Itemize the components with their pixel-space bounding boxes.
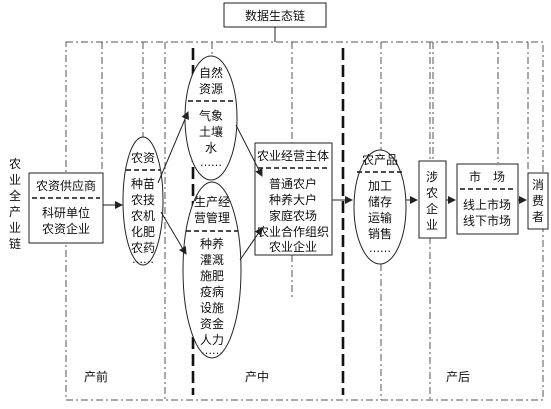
- nature-head-2: 资源: [199, 82, 223, 96]
- arrow-nature-to-operator: [235, 124, 263, 177]
- arrow-input-to-production: [160, 211, 187, 255]
- related-box: [418, 160, 447, 239]
- production-items: 种养 灌溉 施肥 疫病 设施 资金 人力 ……: [200, 236, 224, 357]
- side-label: 农 业 全 产 业 链: [9, 157, 21, 251]
- production-item: 资金: [200, 316, 224, 331]
- operator-item: 普通农户: [269, 176, 317, 191]
- top-drop-lines: [101, 42, 529, 172]
- consumer-label: 消 费 者: [532, 178, 544, 224]
- svg-text:业: 业: [9, 221, 21, 235]
- svg-text:企: 企: [426, 201, 438, 216]
- operator-head: 农业经营主体: [257, 149, 329, 163]
- operator-box: [254, 142, 333, 256]
- production-item: 种养: [200, 236, 224, 251]
- market-head: 市 场: [469, 169, 505, 184]
- product-items: 加工 储存 运输 销售 ……: [368, 179, 392, 255]
- consumer-box: [527, 172, 549, 230]
- agri-input-item: 农药: [131, 241, 155, 255]
- agri-input-ellipse: [122, 136, 164, 266]
- production-item: 设施: [200, 301, 224, 315]
- product-ellipse: [353, 149, 407, 265]
- production-item: ……: [201, 344, 223, 357]
- nature-head-1: 自然: [199, 65, 223, 80]
- agri-input-items: 种苗 农技 农机 化肥 农药 ……: [131, 177, 155, 266]
- production-item: 人力: [200, 333, 224, 347]
- title-text: 数据生态链: [245, 8, 305, 23]
- product-item: ……: [369, 242, 391, 255]
- supply-head: 农资供应商: [36, 178, 96, 193]
- production-head-2: 营管理: [194, 210, 230, 225]
- supply-item-2: 农资企业: [42, 221, 90, 236]
- nature-item: ……: [200, 156, 222, 169]
- operator-items: 普通农户 种养大户 家庭农场 农业合作组织 农业企业: [257, 176, 329, 254]
- operator-item: 农业合作组织: [257, 224, 329, 239]
- related-label: 涉 农 企 业: [426, 170, 438, 232]
- svg-text:全: 全: [9, 188, 21, 203]
- flow-arrows: [103, 111, 527, 261]
- agri-input-item: 农机: [131, 209, 155, 223]
- svg-text:者: 者: [532, 210, 544, 224]
- operator-item: 家庭农场: [269, 208, 317, 223]
- product-item: 储存: [368, 194, 392, 209]
- nature-item: 气象: [199, 108, 223, 123]
- market-item-2: 线下市场: [463, 213, 511, 228]
- arrow-input-to-nature: [157, 111, 189, 184]
- operator-item: 种养大户: [269, 192, 317, 207]
- production-item: 灌溉: [200, 253, 224, 267]
- nature-items: 气象 土壤 水 ……: [199, 108, 223, 169]
- svg-text:涉: 涉: [426, 170, 438, 184]
- stage-post-label: 产后: [446, 370, 470, 384]
- supply-box: [28, 172, 104, 244]
- production-item: 施肥: [200, 269, 224, 283]
- market-box: [456, 163, 519, 235]
- stage-pre-label: 产前: [84, 369, 108, 384]
- svg-text:消: 消: [532, 178, 544, 192]
- arrow-production-to-operator: [239, 227, 263, 261]
- stage-mid-label: 产中: [245, 369, 269, 384]
- production-item: 疫病: [200, 284, 224, 299]
- svg-text:链: 链: [9, 236, 21, 251]
- svg-text:业: 业: [9, 173, 21, 187]
- supply-item-1: 科研单位: [42, 205, 90, 220]
- production-head-1: 生产经: [194, 195, 230, 209]
- nature-item: 水: [205, 141, 217, 155]
- svg-text:产: 产: [9, 205, 21, 219]
- product-item: 运输: [368, 210, 392, 225]
- svg-text:费: 费: [532, 194, 544, 208]
- agri-input-item: ……: [132, 253, 154, 266]
- svg-text:农: 农: [426, 186, 438, 200]
- svg-text:业: 业: [426, 218, 438, 232]
- agri-input-item: 化肥: [131, 225, 155, 239]
- market-item-1: 线上市场: [463, 197, 511, 212]
- product-head: 农产品: [362, 153, 398, 167]
- agri-input-head: 农资: [131, 151, 155, 165]
- title-box: [223, 2, 327, 28]
- production-ellipse: [182, 181, 242, 359]
- product-item: 加工: [368, 179, 392, 193]
- operator-item: 农业企业: [269, 239, 317, 254]
- nature-item: 土壤: [199, 124, 223, 139]
- agri-input-item: 农技: [131, 193, 155, 207]
- agri-input-item: 种苗: [131, 177, 155, 191]
- svg-text:农: 农: [9, 157, 21, 171]
- product-item: 销售: [368, 226, 392, 241]
